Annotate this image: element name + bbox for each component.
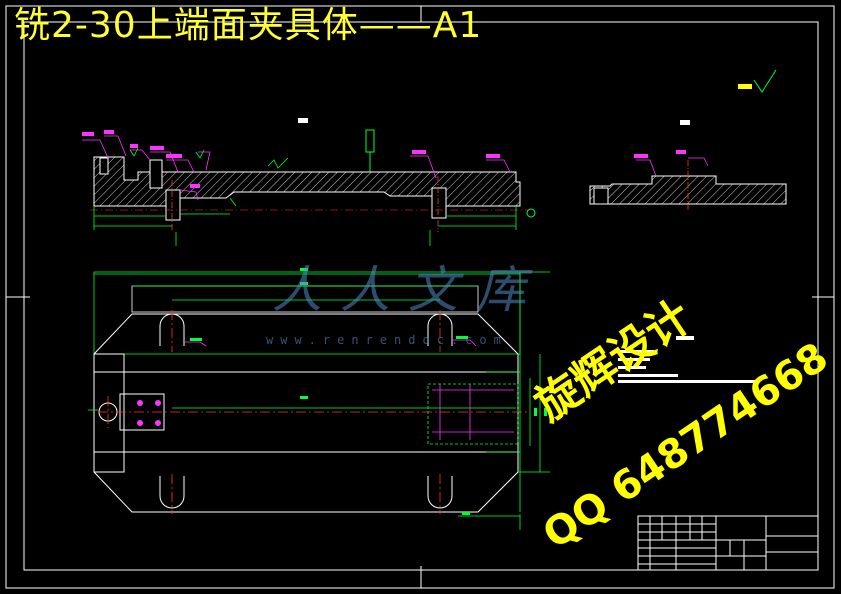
drawing-title: 铣2-30上端面夹具体——A1 (14, 5, 483, 46)
technical-requirements (618, 336, 758, 383)
section-view-b (298, 118, 787, 212)
title-block (637, 515, 819, 571)
plan-view (88, 268, 550, 530)
watermark-site: 人人文库 (272, 261, 544, 319)
watermark-url: www.renrendoc.com (266, 333, 508, 347)
drawing-frame (5, 5, 835, 589)
roughness-symbol (738, 69, 777, 93)
section-view-a (82, 129, 536, 246)
